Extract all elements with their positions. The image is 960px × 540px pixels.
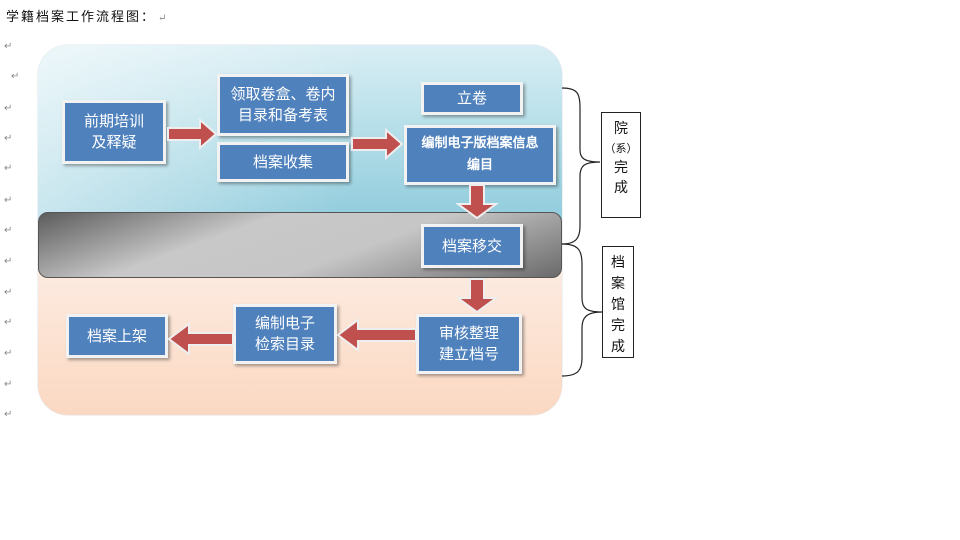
label-char: 院 [614,121,628,137]
pre-training-line1: 前期培训 [83,112,144,130]
document-title-text: 学籍档案工作流程图： [6,10,157,25]
receive-boxes-line1: 领取卷盒、卷内 [230,85,336,103]
review-box[interactable]: 审核整理 建立档号 [416,314,522,374]
label-char: 馆 [611,297,625,313]
compile-index-line2: 检索目录 [254,335,315,353]
label-char: 完 [614,160,628,176]
file-volume-label: 立卷 [456,89,487,107]
label-char: 档 [611,255,625,271]
label-char: 成 [614,180,628,196]
receive-boxes-box[interactable]: 领取卷盒、卷内 目录和备考表 [217,74,349,136]
paragraph-mark: ↵ [4,317,13,328]
compile-electronic-line2: 编目 [466,158,493,173]
document-title: 学籍档案工作流程图：↵ [6,6,166,25]
collect-label: 档案收集 [252,152,313,171]
arrow-right-1 [167,118,218,150]
pre-training-box[interactable]: 前期培训 及释疑 [62,100,166,164]
compile-electronic-line1: 编制电子版档案信息 [421,136,539,151]
department-complete-label: 院 （系） 完 成 [601,112,641,218]
file-volume-box[interactable]: 立卷 [421,82,523,115]
paragraph-mark: ↵ [4,195,13,206]
arrow-right-2 [351,128,404,160]
paragraph-mark: ↵ [4,41,13,52]
compile-index-box[interactable]: 编制电子 检索目录 [233,304,337,364]
shelve-label: 档案上架 [86,326,147,345]
label-char: 成 [611,339,625,355]
paragraph-mark: ↵ [4,287,13,298]
paragraph-mark: ↵ [4,348,13,359]
compile-electronic-box[interactable]: 编制电子版档案信息 编目 [404,125,556,185]
arrow-down-1 [456,184,500,220]
arrow-left-1 [336,318,417,352]
arrow-left-2 [167,322,234,356]
transfer-label: 档案移交 [441,236,502,255]
transfer-box[interactable]: 档案移交 [421,224,523,268]
label-char: 案 [611,276,625,292]
compile-index-line1: 编制电子 [254,314,315,332]
receive-boxes-line2: 目录和备考表 [237,106,328,124]
paragraph-mark: ↵ [4,256,13,267]
shelve-box[interactable]: 档案上架 [66,314,168,358]
paragraph-mark: ↵ [4,225,13,236]
paragraph-mark: ↵ [4,409,13,420]
pre-training-line2: 及释疑 [91,133,137,151]
paragraph-mark: ↵ [11,71,20,82]
review-line2: 建立档号 [438,345,499,363]
collect-box[interactable]: 档案收集 [217,142,349,182]
brace-icon [561,87,603,377]
paragraph-mark: ↵ [4,133,13,144]
paragraph-mark: ↵ [4,163,13,174]
paragraph-mark: ↵ [158,13,167,24]
arrow-down-2 [456,278,500,314]
label-char: 完 [611,318,625,334]
label-char: （系） [604,142,638,155]
review-line1: 审核整理 [438,324,499,342]
archive-complete-label: 档 案 馆 完 成 [602,246,634,358]
paragraph-mark: ↵ [4,103,13,114]
paragraph-mark: ↵ [4,379,13,390]
